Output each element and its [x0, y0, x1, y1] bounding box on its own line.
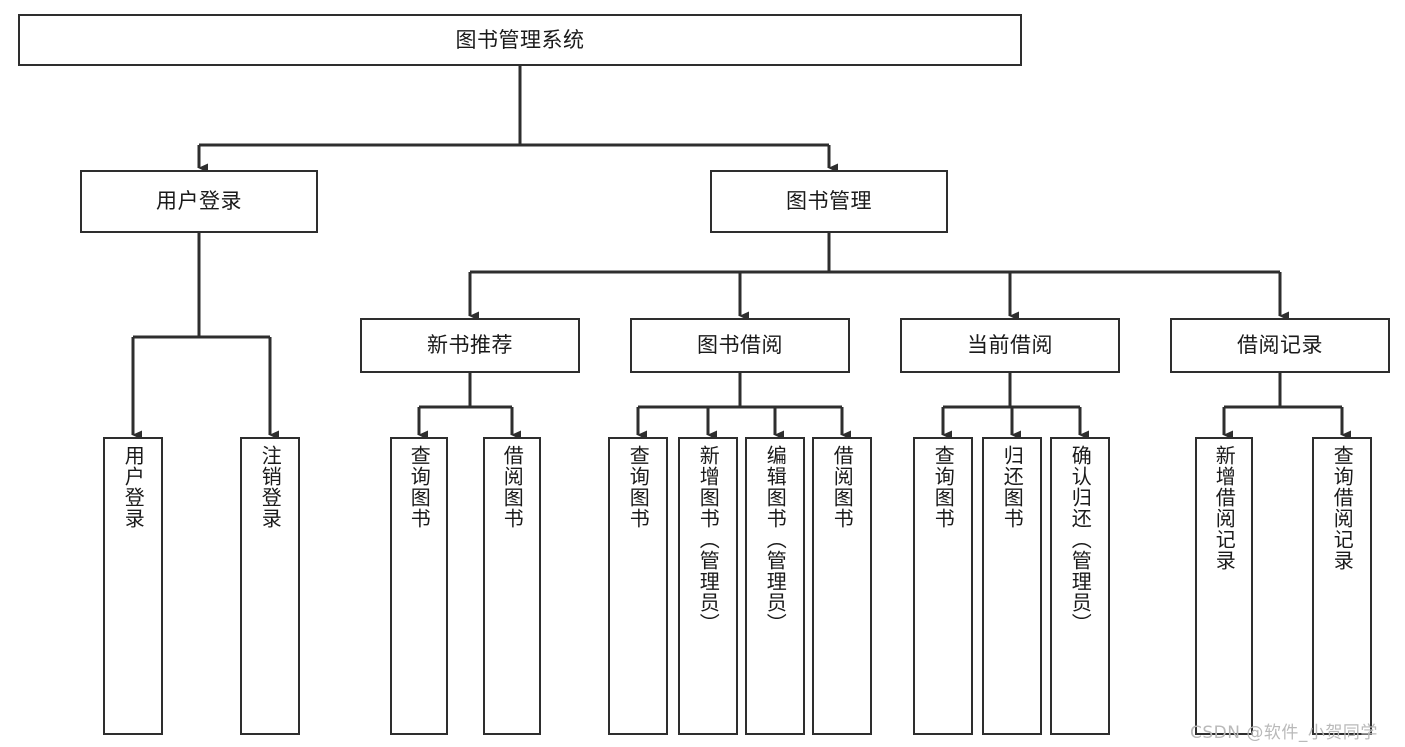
- node-leaf-add-record[interactable]: 新增借阅记录: [1195, 437, 1253, 735]
- node-label: 用户登录: [121, 445, 146, 529]
- node-label: 查询图书: [407, 445, 432, 529]
- node-leaf-query-book-2[interactable]: 查询图书: [608, 437, 668, 735]
- node-label: 归还图书: [1000, 445, 1025, 529]
- node-root[interactable]: 图书管理系统: [18, 14, 1022, 66]
- node-label: 查询图书: [931, 445, 956, 529]
- node-label: 注销登录: [258, 445, 283, 529]
- node-label: 图书管理: [786, 189, 872, 214]
- node-leaf-return-book[interactable]: 归还图书: [982, 437, 1042, 735]
- node-leaf-edit-book[interactable]: 编辑图书（管理员）: [745, 437, 805, 735]
- node-user-login[interactable]: 用户登录: [80, 170, 318, 233]
- node-label: 图书管理系统: [455, 27, 585, 52]
- node-new-book-rec[interactable]: 新书推荐: [360, 318, 580, 373]
- node-book-manage[interactable]: 图书管理: [710, 170, 948, 233]
- node-leaf-borrow-book-1[interactable]: 借阅图书: [483, 437, 541, 735]
- node-label: 图书借阅: [697, 333, 783, 358]
- node-leaf-query-book-3[interactable]: 查询图书: [913, 437, 973, 735]
- node-label: 新增借阅记录: [1212, 445, 1237, 571]
- node-label: 查询图书: [626, 445, 651, 529]
- node-current-borrow[interactable]: 当前借阅: [900, 318, 1120, 373]
- node-label: 新增图书（管理员）: [696, 445, 721, 634]
- node-label: 确认归还（管理员）: [1068, 445, 1093, 634]
- node-label: 借阅记录: [1237, 333, 1323, 358]
- node-label: 查询借阅记录: [1330, 445, 1355, 571]
- node-leaf-user-logout[interactable]: 注销登录: [240, 437, 300, 735]
- node-leaf-user-login[interactable]: 用户登录: [103, 437, 163, 735]
- node-label: 用户登录: [156, 189, 242, 214]
- node-leaf-query-record[interactable]: 查询借阅记录: [1312, 437, 1372, 735]
- node-label: 新书推荐: [427, 333, 513, 358]
- node-label: 当前借阅: [967, 333, 1053, 358]
- node-leaf-add-book[interactable]: 新增图书（管理员）: [678, 437, 738, 735]
- node-leaf-confirm-return[interactable]: 确认归还（管理员）: [1050, 437, 1110, 735]
- node-borrow-record[interactable]: 借阅记录: [1170, 318, 1390, 373]
- node-label: 编辑图书（管理员）: [763, 445, 788, 634]
- node-leaf-query-book-1[interactable]: 查询图书: [390, 437, 448, 735]
- node-leaf-borrow-book-2[interactable]: 借阅图书: [812, 437, 872, 735]
- node-label: 借阅图书: [500, 445, 525, 529]
- csdn-watermark: CSDN @软件_小贺同学: [1190, 723, 1378, 743]
- node-book-borrow[interactable]: 图书借阅: [630, 318, 850, 373]
- node-label: 借阅图书: [830, 445, 855, 529]
